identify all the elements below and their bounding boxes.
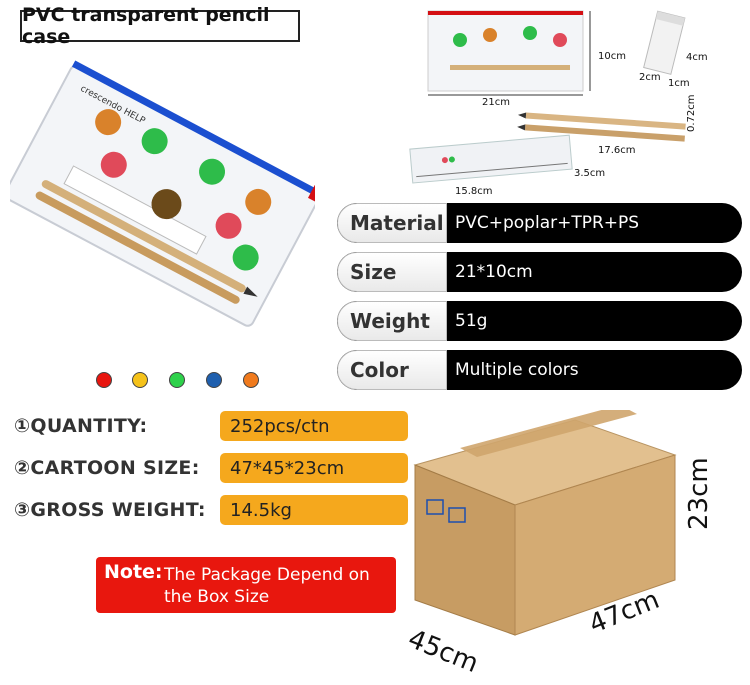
spec-label: Weight — [337, 301, 447, 341]
eraser-depth-label: 1cm — [668, 78, 690, 89]
carton-size-label: ②CARTOON SIZE: — [14, 457, 200, 479]
note-text: The Package Depend on the Box Size — [164, 565, 370, 607]
spec-value: PVC+poplar+TPR+PS — [455, 213, 640, 233]
product-title: PVC transparent pencil case — [20, 4, 300, 48]
spec-row-weight: Weight 51g — [337, 301, 742, 341]
color-swatch-blue[interactable] — [206, 372, 222, 388]
case-dimension-diagram — [427, 10, 591, 96]
spec-row-material: Material PVC+poplar+TPR+PS — [337, 203, 742, 243]
quantity-value: 252pcs/ctn — [220, 411, 408, 441]
carton-size-value: 47*45*23cm — [220, 453, 408, 483]
spec-row-size: Size 21*10cm — [337, 252, 742, 292]
quantity-label: ①QUANTITY: — [14, 415, 148, 437]
spec-row-color: Color Multiple colors — [337, 350, 742, 390]
gross-weight-label: ③GROSS WEIGHT: — [14, 499, 206, 521]
spec-label: Color — [337, 350, 447, 390]
spec-label: Material — [337, 203, 447, 243]
case-width-label: 21cm — [482, 97, 510, 108]
spec-label: Size — [337, 252, 447, 292]
eraser-width-label: 2cm — [639, 72, 661, 83]
color-swatch-red[interactable] — [96, 372, 112, 388]
ruler-width-label: 3.5cm — [574, 168, 606, 179]
pencils-image — [517, 112, 686, 142]
eraser-length-label: 4cm — [686, 52, 708, 63]
pencil-dia-label: 0.72cm — [686, 94, 697, 132]
spec-value: 51g — [455, 311, 488, 331]
eraser-image — [643, 10, 686, 75]
color-swatch-yellow[interactable] — [132, 372, 148, 388]
note-banner: Note: The Package Depend on the Box Size — [96, 557, 396, 613]
pencil-length-label: 17.6cm — [598, 145, 636, 156]
note-label: Note: — [104, 561, 163, 583]
spec-value: 21*10cm — [455, 262, 533, 282]
case-height-label: 10cm — [598, 51, 626, 62]
carton-box-image — [413, 410, 677, 636]
spec-value: Multiple colors — [455, 360, 579, 380]
color-swatch-orange[interactable] — [243, 372, 259, 388]
ruler-length-label: 15.8cm — [455, 186, 493, 197]
pencil-case-image: crescendo HELP — [10, 60, 315, 327]
ruler-image — [409, 134, 573, 184]
gross-weight-value: 14.5kg — [220, 495, 408, 525]
color-swatch-green[interactable] — [169, 372, 185, 388]
box-height-label: 23cm — [684, 457, 714, 530]
